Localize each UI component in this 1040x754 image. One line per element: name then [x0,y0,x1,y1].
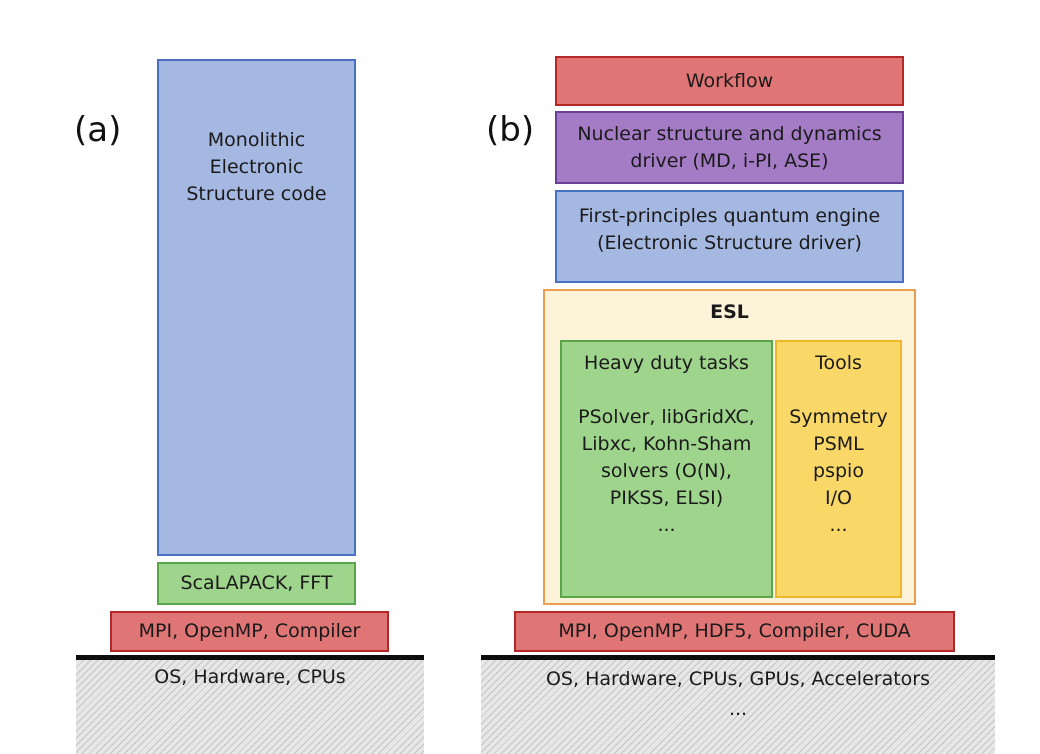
esl-box: ESL Heavy duty tasks PSolver, libGridXC,… [543,289,916,605]
scalapack-box: ScaLAPACK, FFT [157,562,356,605]
tools-box: Tools Symmetry PSML pspio I/O ... [775,340,902,598]
os-box-b: OS, Hardware, CPUs, GPUs, Accelerators .… [481,660,995,754]
heavy-duty-box: Heavy duty tasks PSolver, libGridXC, Lib… [560,340,773,598]
baseline-a [76,655,424,660]
mpi-label-b: MPI, OpenMP, HDF5, Compiler, CUDA [558,620,911,642]
workflow-box: Workflow [555,56,904,106]
scalapack-label: ScaLAPACK, FFT [180,572,333,594]
mpi-box-b: MPI, OpenMP, HDF5, Compiler, CUDA [514,611,955,652]
tools-line-1: Symmetry [789,406,888,428]
mpi-label-a: MPI, OpenMP, Compiler [138,620,361,642]
heavy-line-5: ... [657,514,676,536]
panel-b-label: (b) [486,110,535,150]
monolithic-line-1: Monolithic [207,129,306,151]
os-box-a: OS, Hardware, CPUs [76,660,424,754]
tools-line-3: pspio [813,460,864,482]
esl-title: ESL [710,301,749,323]
workflow-label: Workflow [685,69,774,92]
heavy-line-2: Libxc, Kohn-Sham [581,433,752,455]
monolithic-line-3: Structure code [186,183,327,205]
nuclear-line-2: driver (MD, i-PI, ASE) [630,149,829,172]
baseline-b [481,655,995,660]
mpi-box-a: MPI, OpenMP, Compiler [110,611,389,652]
heavy-line-3: solvers (O(N), [601,460,732,482]
os-label-a: OS, Hardware, CPUs [154,666,346,688]
tools-line-5: ... [829,514,848,536]
tools-line-2: PSML [813,433,864,455]
heavy-line-4: PIKSS, ELSI) [609,487,724,509]
quantum-line-2: (Electronic Structure driver) [597,231,862,254]
quantum-line-1: First-principles quantum engine [578,204,881,227]
panel-a-label: (a) [74,110,122,150]
heavy-duty-title: Heavy duty tasks [584,352,749,374]
quantum-engine-box: First-principles quantum engine (Electro… [555,190,904,283]
os-ellipsis-b: ... [728,698,748,720]
tools-line-4: I/O [825,487,852,509]
monolithic-code-box: Monolithic Electronic Structure code [157,59,356,556]
os-label-b: OS, Hardware, CPUs, GPUs, Accelerators [545,668,931,690]
monolithic-line-2: Electronic [209,156,304,178]
heavy-line-1: PSolver, libGridXC, [578,406,755,428]
nuclear-driver-box: Nuclear structure and dynamics driver (M… [555,111,904,184]
nuclear-line-1: Nuclear structure and dynamics [577,122,882,145]
tools-title: Tools [815,352,862,374]
